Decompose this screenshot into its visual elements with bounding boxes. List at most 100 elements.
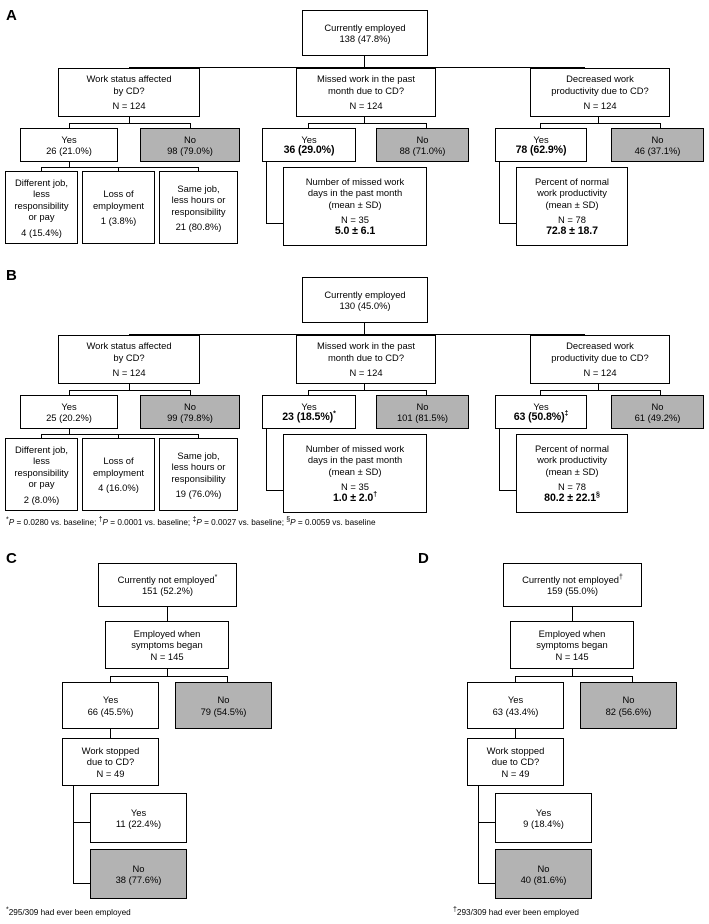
box-line: Work stopped [81,744,140,756]
superscript-marker: * [6,516,9,524]
box-line: work productivity [537,187,607,199]
connector-elbow [478,883,496,884]
connector-elbow [478,822,496,823]
panel-a-missed-days-detail-box: Number of missed work days in the past m… [283,167,427,246]
box-line: Yes [61,400,77,412]
panel-b-different-job-box: Different job, less responsibility or pa… [5,438,78,511]
box-line: 63 (50.8%)‡ [513,410,569,423]
connector [167,669,168,676]
panel-b-work-status-yes-box: Yes 25 (20.2%) [20,395,118,429]
connector [227,676,228,683]
panel-d-stop-yes-box: Yes 9 (18.4%) [495,793,592,843]
panel-a-productivity-yes-box: Yes 78 (62.9%) [495,128,587,162]
connector [598,117,599,123]
box-line: No [132,862,145,874]
box-line: No [184,133,196,145]
superscript-marker: * [333,410,336,418]
panel-b-productivity-yes-box: Yes 63 (50.8%)‡ [495,395,587,429]
connector [515,676,516,683]
box-line: N = 124 [112,367,146,379]
connector-bus [69,390,190,391]
connector [364,56,365,67]
connector [110,729,111,739]
footnote-part: §P = 0.0059 vs. baseline [286,516,376,527]
box-line: 82 (56.6%) [605,705,652,717]
panel-c-employed-no-box: No 79 (54.5%) [175,682,272,729]
box-line: Different job, [15,176,68,188]
connector-spine [73,786,74,883]
connector [660,390,661,396]
connector-bus [540,123,660,124]
box-line: N = 124 [349,367,383,379]
connector-elbow [73,883,91,884]
box-line: Employed when [538,627,606,639]
box-line: 21 (80.8%) [175,220,222,232]
connector-elbow [266,223,284,224]
box-line: 61 (49.2%) [634,412,681,423]
box-line: or pay [28,478,55,490]
box-line: Work status affected [86,340,172,352]
box-line: 79 (54.5%) [200,705,247,717]
connector [198,434,199,439]
box-line: 1 (3.8%) [100,215,137,227]
panel-b-work-status-no-box: No 99 (79.8%) [140,395,240,429]
box-line: No [622,694,635,706]
box-line: month due to CD? [327,84,405,96]
box-line: due to CD? [491,756,540,768]
box-line: 63 (43.4%) [492,705,539,717]
connector-elbow [266,162,267,223]
connector [41,167,42,172]
panel-c-stop-no-box: No 38 (77.6%) [90,849,187,899]
panel-b-currently-employed-box: Currently employed 130 (45.0%) [302,277,428,323]
panel-a-missed-work-question-box: Missed work in the past month due to CD?… [296,68,436,117]
panel-a-letter: A [6,7,17,24]
box-line: N = 124 [583,100,617,112]
connector-bus [540,390,660,391]
box-line: N = 49 [96,767,125,779]
panel-d-employed-yes-box: Yes 63 (43.4%) [467,682,564,729]
connector [190,390,191,396]
connector-elbow [499,223,517,224]
box-line: responsibility [14,199,69,211]
panel-b-productivity-no-box: No 61 (49.2%) [611,395,704,429]
box-line: days in the past month [307,454,403,466]
panel-a-work-status-no-box: No 98 (79.0%) [140,128,240,162]
panel-a-work-status-yes-box: Yes 26 (21.0%) [20,128,118,162]
panel-c-letter: C [6,550,17,567]
panel-b-missed-days-detail-box: Number of missed work days in the past m… [283,434,427,513]
box-line: 130 (45.0%) [339,300,391,311]
connector-elbow [499,429,500,490]
connector [118,434,119,439]
panel-b-missed-work-question-box: Missed work in the past month due to CD?… [296,335,436,384]
connector-elbow [266,429,267,490]
box-line: 2 (8.0%) [23,493,60,505]
box-line: 40 (81.6%) [520,874,567,885]
connector-bus [110,676,227,677]
box-line: N = 124 [583,367,617,379]
box-line: due to CD? [86,756,135,768]
panel-c-currently-not-employed-box: Currently not employed* 151 (52.2%) [98,563,237,607]
connector-elbow [266,490,284,491]
connector [364,117,365,123]
panel-b-pvalue-footnote: *P = 0.0280 vs. baseline; †P = 0.0001 vs… [6,516,376,528]
box-line: 46 (37.1%) [634,145,681,156]
box-line: N = 35 [341,214,369,226]
box-line: N = 145 [555,650,589,662]
panel-d-employed-when-symptoms-box: Employed when symptoms began N = 145 [510,621,634,669]
connector [110,676,111,683]
connector-elbow [73,822,91,823]
panel-a-different-job-box: Different job, less responsibility or pa… [5,171,78,244]
box-line: less hours or [171,194,226,206]
box-line: 66 (45.5%) [87,705,134,717]
connector [41,434,42,439]
panel-c-footnote: *295/309 had ever been employed [6,906,131,917]
connector [572,669,573,676]
panel-a-work-status-question-box: Work status affected by CD? N = 124 [58,68,200,117]
connector [118,167,119,172]
box-stat: 5.0 ± 6.1 [334,224,376,237]
panel-a-same-job-box: Same job, less hours or responsibility 2… [159,171,238,244]
box-line: N = 35 [341,481,369,493]
superscript-marker: ‡ [564,410,569,418]
box-line: 138 (47.8%) [339,33,391,44]
panel-b-productivity-detail-box: Percent of normal work productivity (mea… [516,434,628,513]
